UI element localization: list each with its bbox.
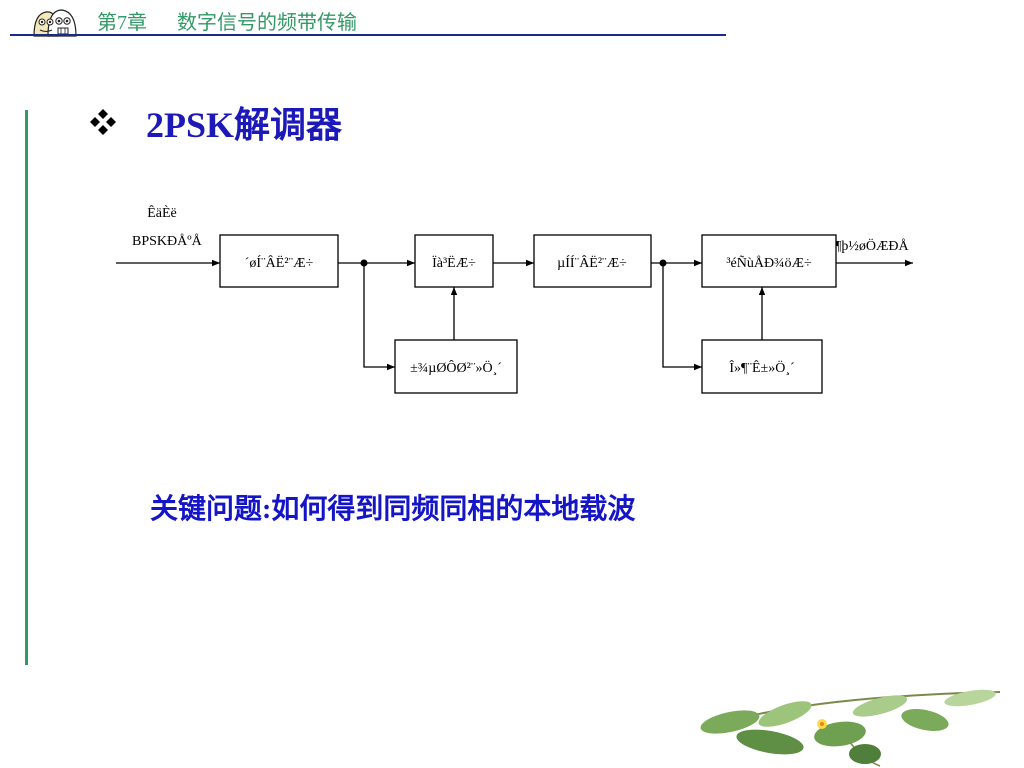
input-label-line1: ÊäÈë <box>147 204 177 221</box>
slide-title-text: 2PSK解调器 <box>146 105 343 145</box>
timing-recovery-label: Î»¶¨Ê±»Ö¸´ <box>729 359 794 376</box>
left-accent-bar <box>25 110 28 665</box>
output-label: ¶þ½øÖÆÐÅ <box>835 237 910 254</box>
timing-recovery-block <box>701 339 823 394</box>
sample-decision-block <box>701 234 837 288</box>
carrier-branch-line <box>363 263 395 371</box>
key-question-text: 关键问题:如何得到同频同相的本地载波 <box>150 494 636 525</box>
carrier-recovery-block <box>394 339 518 394</box>
bandpass-filter-label: ´øÍ¨ÂË²¨Æ÷ <box>245 254 314 271</box>
slide-header: 第7章 数字信号的频带传输 <box>0 0 1024 40</box>
header-rule <box>10 34 726 36</box>
lowpass-filter-block <box>533 234 652 288</box>
lowpass-filter-label: µÍÍ¨ÂË²¨Æ÷ <box>557 254 627 271</box>
chapter-title: 第7章 数字信号的频带传输 <box>97 12 357 34</box>
input-label-line2: BPSKÐÅºÅ <box>132 233 203 249</box>
multiplier-label: Ïà³ËÆ÷ <box>432 254 476 271</box>
four-diamond-bullet-icon <box>90 109 116 135</box>
2psk-demodulator-block-diagram: ÊäÈë BPSKÐÅºÅ ¶þ½øÖÆÐÅ ´øÍ¨ÂË²¨Æ÷ Ïà³ËÆ÷… <box>116 204 913 394</box>
cartoon-faces-logo-icon <box>33 9 77 37</box>
slide-title: 2PSK解调器 <box>88 98 342 146</box>
bandpass-filter-block <box>219 234 339 288</box>
carrier-recovery-label: ±¾µØÔØ²¨»Ö¸´ <box>410 359 502 376</box>
timing-branch-line <box>662 263 702 371</box>
sample-decision-label: ³éÑùÅÐ¾öÆ÷ <box>726 255 812 271</box>
green-leaves-icon <box>700 689 1001 767</box>
